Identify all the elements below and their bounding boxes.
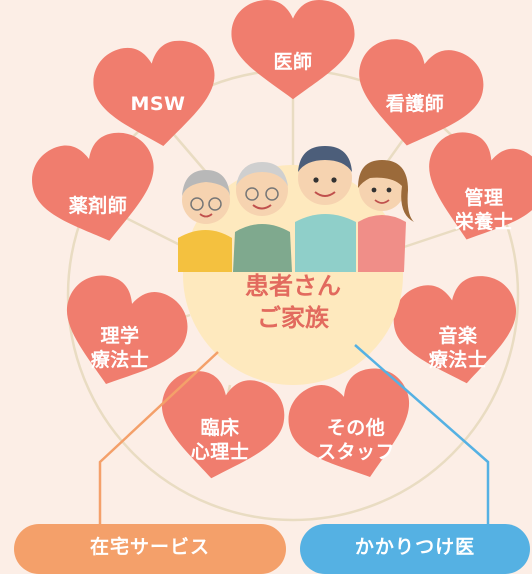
family-doctor-pill: かかりつけ医: [300, 524, 530, 574]
role-music-therapist: 音楽 療法士: [428, 325, 488, 371]
father-figure: [295, 146, 356, 272]
role-nurse: 看護師: [385, 93, 445, 115]
mother-figure: [358, 160, 414, 272]
role-doctor: 医師: [273, 51, 313, 73]
role-other-staff: その他 スタッフ: [316, 417, 395, 463]
role-dietitian: 管理 栄養士: [454, 187, 514, 233]
center-label: 患者さん ご家族: [245, 272, 341, 332]
family-illustration: [178, 146, 414, 272]
role-clinical-psychologist: 臨床 心理士: [190, 417, 250, 463]
role-physical-therapist: 理学 療法士: [90, 325, 150, 371]
role-pharmacist: 薬剤師: [68, 195, 128, 217]
grandmother-figure: [178, 170, 232, 272]
role-msw: MSW: [130, 93, 186, 115]
family-doctor-connector: [354, 344, 490, 530]
home-service-connector: [98, 351, 219, 530]
grandfather-figure: [233, 162, 292, 272]
home-service-pill: 在宅サービス: [14, 524, 286, 574]
